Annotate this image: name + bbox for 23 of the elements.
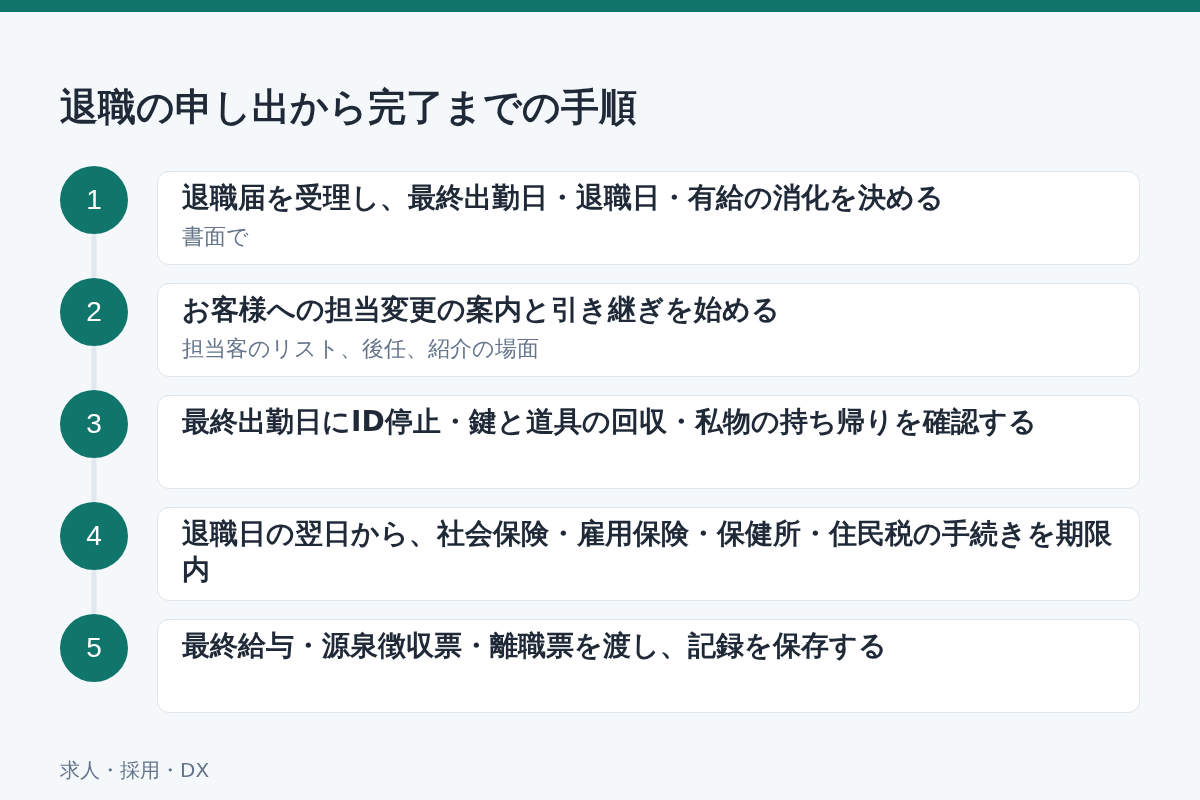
timeline-connector	[91, 234, 97, 278]
step-number: 5	[86, 631, 102, 665]
step-card	[157, 283, 1140, 377]
step-note: 書面で	[182, 223, 250, 251]
step-number: 2	[86, 295, 102, 329]
step-title: 最終出勤日にID停止・鍵と道具の回収・私物の持ち帰りを確認する	[182, 404, 1038, 440]
step-number: 3	[86, 407, 102, 441]
step-note: 担当客のリスト、後任、紹介の場面	[182, 335, 540, 363]
step-number: 4	[86, 519, 102, 553]
timeline-connector	[91, 570, 97, 614]
step-card	[157, 171, 1140, 265]
step-title: 退職届を受理し、最終出勤日・退職日・有給の消化を決める	[182, 180, 945, 216]
footer-text: 求人・採用・DX	[60, 757, 210, 784]
step-card	[157, 507, 1140, 601]
step-title: お客様への担当変更の案内と引き継ぎを始める	[182, 292, 781, 328]
step-number: 1	[86, 183, 102, 217]
step-card	[157, 395, 1140, 489]
step-title: 最終給与・源泉徴収票・離職票を渡し、記録を保存する	[182, 628, 888, 664]
step-card	[157, 619, 1140, 713]
timeline-connector	[91, 458, 97, 502]
step-title: 退職日の翌日から、社会保険・雇用保険・保健所・住民税の手続きを期限内	[182, 516, 1113, 588]
title: 退職の申し出から完了までの手順	[60, 84, 637, 131]
timeline-connector	[91, 346, 97, 390]
